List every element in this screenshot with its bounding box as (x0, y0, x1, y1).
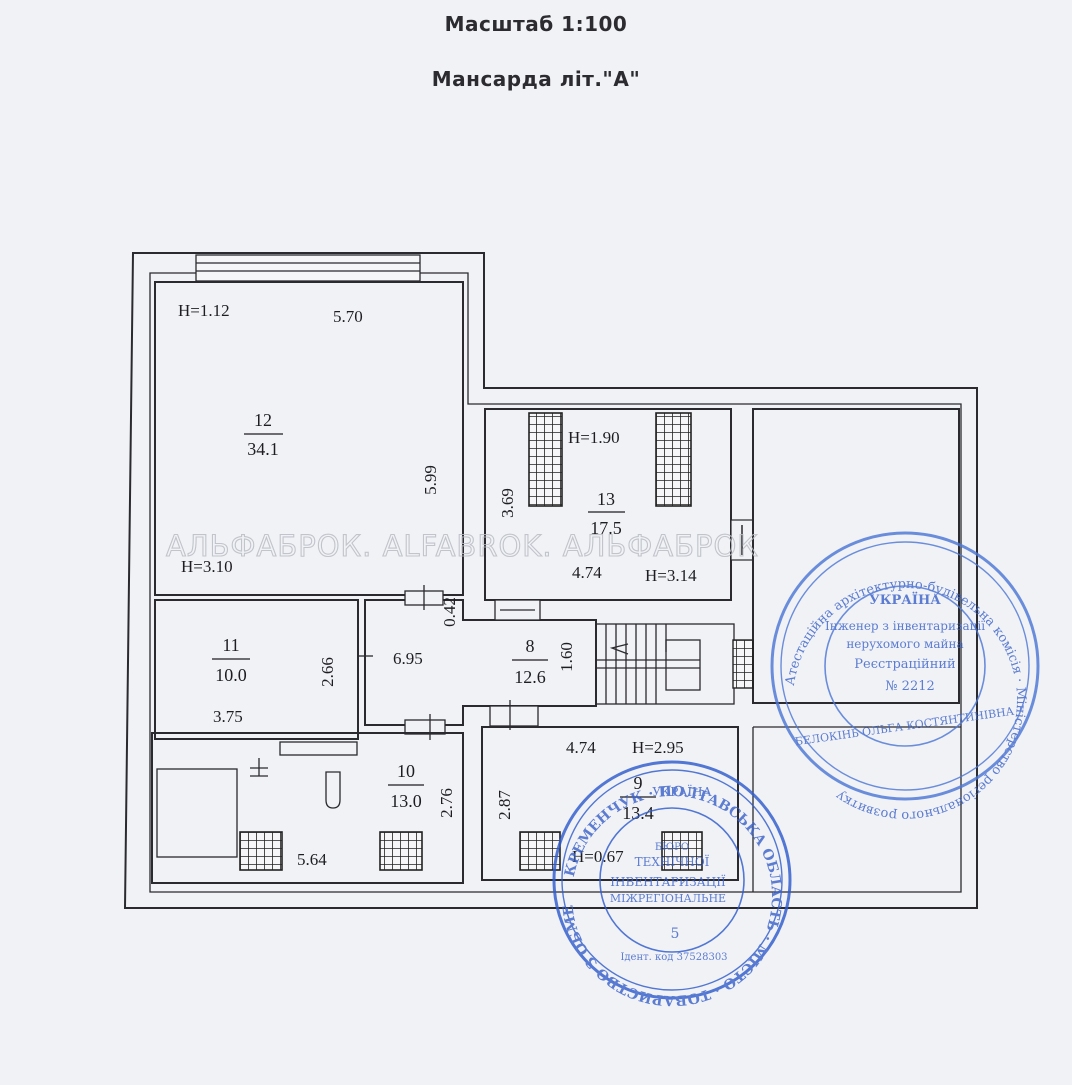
stamp-engineer-line4: № 2212 (885, 679, 935, 694)
svg-text:Атестаційна архітектурно-будів: Атестаційна архітектурно-будівельна комі… (783, 577, 1028, 823)
floor-title: Мансарда літ."А" (431, 67, 641, 91)
stamp-bureau-line4: МІЖРЕГІОНАЛЬНЕ (610, 892, 726, 905)
scale-title: Масштаб 1:100 (444, 12, 628, 36)
room-9-length: 2.87 (495, 790, 514, 820)
room-8-number: 8 (526, 636, 535, 656)
bathtub (156, 768, 238, 858)
stamp-bureau-line2: ТЕХНІЧНОЇ (635, 853, 710, 869)
room-12-width: 5.70 (333, 307, 363, 326)
room-13-number: 13 (597, 489, 615, 509)
room-12: H=1.12 5.70 12 34.1 5.99 H=3.10 (154, 281, 464, 596)
room-9-height-top: H=2.95 (632, 738, 684, 757)
room-12-height-top: H=1.12 (178, 301, 230, 320)
room-8: 6.95 0.42 8 12.6 1.60 (357, 585, 597, 740)
room-10-area: 13.0 (390, 791, 422, 811)
room-12-area: 34.1 (247, 439, 279, 459)
tiled-floor-right (655, 412, 692, 507)
toilet (325, 771, 341, 809)
room-8-width: 6.95 (393, 649, 423, 668)
room-9: 4.74 H=2.95 9 13.4 2.87 H=0.67 (481, 726, 739, 881)
room-11-area: 10.0 (215, 665, 247, 685)
room-10-number: 10 (397, 761, 415, 781)
room-13: H=1.90 13 17.5 3.69 4.74 H=3.14 (484, 408, 754, 601)
room-9-area: 13.4 (622, 803, 654, 823)
room-13-height-top: H=1.90 (568, 428, 620, 447)
room-13-length: 3.69 (498, 488, 517, 518)
room-8-depth: 0.42 (440, 597, 459, 627)
room-12-height-bottom: H=3.10 (181, 557, 233, 576)
stamp-engineer-country: УКРАЇНА (869, 592, 941, 608)
room-13-height-bottom: H=3.14 (645, 566, 697, 585)
room-10: 10 13.0 2.76 5.64 (151, 732, 464, 884)
stamp-engineer-line3: Реєстраційний (854, 657, 955, 672)
room-9-height-bottom: H=0.67 (572, 847, 624, 866)
window (195, 254, 421, 282)
stamp-engineer-line1: Інженер з інвентаризації (825, 619, 985, 633)
stamp-bureau-number: 5 (671, 926, 680, 942)
room-10-width: 5.64 (297, 850, 327, 869)
room-12-length: 5.99 (421, 465, 440, 495)
tiled-floor-left (528, 412, 563, 507)
tiled-floor (239, 831, 283, 871)
sink-fixture (250, 758, 268, 777)
room-11: 11 10.0 2.66 3.75 (154, 599, 359, 740)
room-11-length: 2.66 (318, 657, 337, 687)
room-8-area: 12.6 (514, 667, 546, 687)
room-12-number: 12 (254, 410, 272, 430)
room-13-area: 17.5 (590, 518, 622, 538)
room-right (752, 408, 960, 704)
room-8-length: 1.60 (557, 642, 576, 672)
room-13-width: 4.74 (572, 563, 602, 582)
tiled-floor-2 (661, 831, 703, 871)
room-11-number: 11 (222, 635, 239, 655)
room-9-number: 9 (634, 773, 643, 793)
room-11-width: 3.75 (213, 707, 243, 726)
stamp-bureau-country: УКРАЇНА (652, 783, 711, 799)
staircase (595, 623, 754, 705)
stamp-bureau-line3: ІНВЕНТАРИЗАЦІЇ (610, 873, 726, 889)
stamp-bureau-line1: БЮРО (655, 842, 689, 853)
tiled-floor (519, 831, 561, 871)
washbasin (279, 741, 358, 756)
outer-walls (123, 252, 978, 909)
stamp-engineer-line2: нерухомого майна (846, 637, 963, 651)
room-10-length: 2.76 (437, 788, 456, 818)
room-9-width: 4.74 (566, 738, 596, 757)
tiled-floor-2 (379, 831, 423, 871)
stamp-bureau-code: Ідент. код 37528303 (620, 952, 727, 963)
stamp-engineer: Атестаційна архітектурно-будівельна комі… (770, 531, 1040, 823)
watermark: АЛЬФАБРОК. ALFABROK. АЛЬФАБРОК (166, 529, 759, 563)
